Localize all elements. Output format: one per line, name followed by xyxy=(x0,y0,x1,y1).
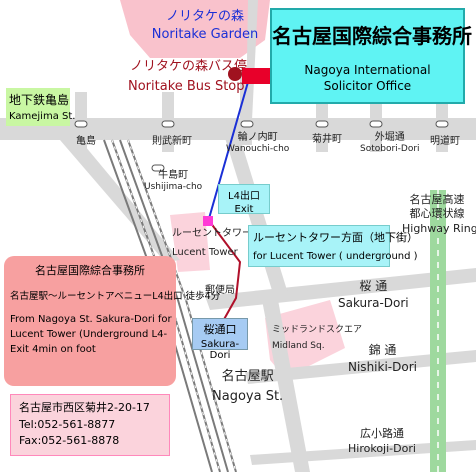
lucent-direction-ja: ルーセントタワー方面（地下街） xyxy=(253,231,418,244)
highway-ring xyxy=(430,190,446,472)
kamejima-ja: 地下鉄亀島 xyxy=(9,93,70,107)
lucent-tower-area xyxy=(170,212,210,272)
office-marker xyxy=(242,68,274,84)
bus-stop-label: ノリタケの森バス停 Noritake Bus Stop xyxy=(128,59,248,95)
sakura-dori-label: 桜 通 Sakura-Dori xyxy=(338,279,409,311)
sakura-dori-road xyxy=(205,268,476,310)
hirokoji-dori-label: 広小路通 Hirokoji-Dori xyxy=(348,427,416,456)
ushijima-label: 牛島町 Ushijima-cho xyxy=(144,170,203,192)
lucent-tower-label: ルーセントタワー Lucent Tower xyxy=(172,228,252,258)
l4-exit-en: Exit xyxy=(234,204,254,215)
sakuraguchi-box: 桜通口 Sakura-Dori xyxy=(192,318,248,361)
l4-exit-marker xyxy=(203,216,213,226)
nagoya-station-label: 名古屋駅 Nagoya St. xyxy=(212,369,284,405)
midland-square-label: ミッドランドスクエア Midland Sq. xyxy=(272,325,363,351)
tel-text: Tel:052-561-8877 xyxy=(19,418,116,431)
bus-stop-marker xyxy=(228,67,242,81)
kamejima-en: Kamejima St. xyxy=(9,111,76,122)
office-info-card: 名古屋国際綜合事務所 名古屋駅～ルーセントアベニューL4出口 徒歩4分 From… xyxy=(4,256,221,386)
kamejima-station-box: 地下鉄亀島 Kamejima St. xyxy=(6,88,76,126)
intersection-sotobori: 外堀通 Sotobori-Dori xyxy=(360,132,420,154)
fax-text: Fax:052-561-8878 xyxy=(19,434,120,447)
nishiki-dori-road xyxy=(245,350,476,384)
noritake-garden-area xyxy=(120,0,270,58)
intersection-kikui: 菊井町 xyxy=(312,134,342,145)
l4-exit-box: L4出口 Exit xyxy=(218,184,270,215)
l4-exit-ja: L4出口 xyxy=(228,191,260,202)
lucent-direction-box: ルーセントタワー方面（地下街） for Lucent Tower ( under… xyxy=(248,225,418,267)
main-horizontal-road xyxy=(0,118,476,140)
intersection-wanouchi: 輪ノ内町 Wanouchi-cho xyxy=(226,132,290,154)
traffic-signals xyxy=(74,120,449,172)
office-name-ja: 名古屋国際綜合事務所 xyxy=(272,24,472,48)
sakuraguchi-ja: 桜通口 xyxy=(203,323,237,336)
noritake-garden-label: ノリタケの森 Noritake Garden xyxy=(151,9,259,43)
card-route-ja: 名古屋駅～ルーセントアベニューL4出口 徒歩4分 xyxy=(10,291,221,302)
address-text: 名古屋市西区菊井2-20-17 xyxy=(19,401,150,414)
office-title-box: 名古屋国際綜合事務所 Nagoya International Solicito… xyxy=(270,8,472,104)
address-card: 名古屋市西区菊井2-20-17 Tel:052-561-8877 Fax:052… xyxy=(10,394,170,456)
sakuraguchi-en: Sakura-Dori xyxy=(200,339,240,361)
intersection-kameshima: 亀島 xyxy=(76,136,96,147)
lucent-direction-en: for Lucent Tower ( underground ) xyxy=(253,251,418,262)
card-title: 名古屋国際綜合事務所 xyxy=(35,264,145,277)
card-route-en: From Nagoya St. Sakura-Dori for Lucent T… xyxy=(10,314,172,355)
intersection-meikyo: 明道町 xyxy=(430,136,460,147)
office-name-en-1: Nagoya International xyxy=(304,63,431,77)
walking-route-line xyxy=(207,74,251,223)
office-name-en-2: Solicitor Office xyxy=(323,79,412,93)
underground-route-line xyxy=(209,221,242,331)
highway-label: 名古屋高速 都心環状線 Highway Ring xyxy=(402,193,476,236)
intersection-noritake-shinmachi: 則武新町 xyxy=(152,136,192,147)
nishiki-dori-label: 錦 通 Nishiki-Dori xyxy=(348,343,417,375)
post-office-label: 郵便局 xyxy=(205,285,235,296)
